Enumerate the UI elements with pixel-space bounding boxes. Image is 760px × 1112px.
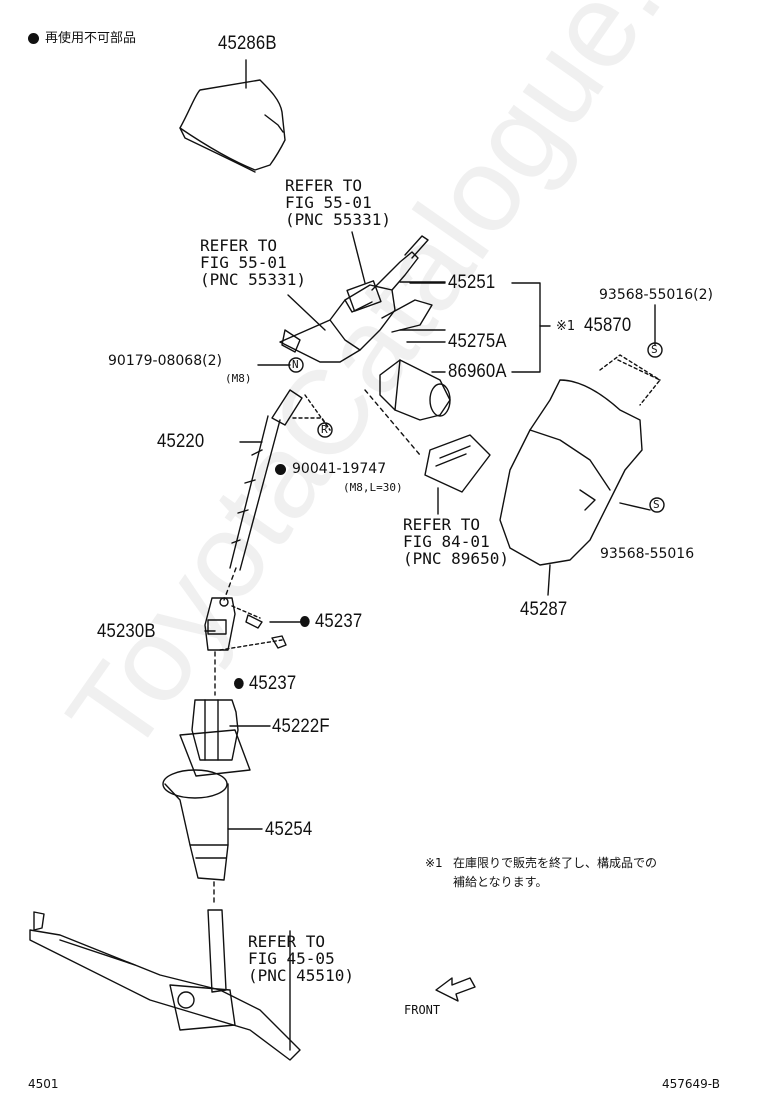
refer-to-fig-45-05: REFER TO FIG 45-05 (PNC 45510) [248, 932, 354, 985]
part-45237-b-number: 45237 [248, 673, 297, 694]
part-45286B: 45286B [218, 33, 277, 54]
part-45222F: 45222F [272, 716, 330, 737]
part-86960A: 86960A [448, 361, 507, 382]
part-45254: 45254 [265, 819, 313, 840]
mark-45870: ※1 [556, 319, 576, 334]
steering-gear-boot [162, 769, 229, 906]
part-90041-spec: (M8,L=30) [343, 481, 403, 494]
steering-rack [29, 909, 301, 1061]
symbol-r: R [321, 423, 328, 436]
symbol-s-upper: S [651, 343, 658, 356]
universal-joint [204, 597, 287, 696]
part-45237-a-number: 45237 [314, 611, 363, 632]
note-line-1: 在庫限りで販売を終了し、構成品での [453, 856, 658, 870]
non-reusable-dot-icon [275, 463, 286, 475]
footer-figure-id: 457649-B [662, 1077, 720, 1091]
part-93568-55016: 93568-55016 [600, 546, 695, 562]
symbol-n: N [292, 358, 299, 371]
non-reusable-dot-icon [28, 33, 39, 44]
note-mark: ※1 [425, 856, 443, 870]
upper-column-cover [179, 59, 286, 173]
legend-text: 再使用不可部品 [45, 31, 137, 46]
lower-column-cover [499, 379, 643, 566]
part-45220: 45220 [157, 431, 205, 452]
marker-circles [288, 342, 665, 513]
legend: 再使用不可部品 [28, 32, 136, 45]
column-hole-cover [179, 699, 251, 777]
refer-to-fig-55-01-lower: REFER TO FIG 55-01 (PNC 55331) [200, 236, 306, 289]
non-reusable-dot-icon [300, 616, 310, 628]
note-line-2: 補給となります。 [453, 875, 548, 889]
refer-to-fig-84-01: REFER TO FIG 84-01 (PNC 89650) [403, 515, 509, 568]
part-90041-number: 90041-19747 [292, 461, 387, 477]
part-90179-08068: 90179-08068(2) [108, 353, 222, 369]
non-reusable-dot-icon [234, 678, 244, 690]
intermediate-shaft [223, 389, 303, 601]
front-label: FRONT [404, 1003, 441, 1017]
steering-column-assembly [279, 235, 451, 421]
part-93568-55016-2: 93568-55016(2) [599, 287, 713, 303]
part-45870: 45870 [584, 315, 632, 336]
leader-lines [204, 231, 661, 1051]
front-arrow-icon [435, 977, 476, 1002]
part-45230B: 45230B [97, 621, 156, 642]
symbol-s-lower: S [653, 498, 660, 511]
part-45237-a: 45237 [300, 612, 362, 631]
refer-to-fig-55-01-upper: REFER TO FIG 55-01 (PNC 55331) [285, 176, 391, 229]
part-45287: 45287 [520, 599, 568, 620]
part-45251: 45251 [448, 272, 496, 293]
part-45275A: 45275A [448, 331, 507, 352]
part-90179-spec: (M8) [225, 372, 252, 385]
part-90041-19747: 90041-19747 [275, 462, 386, 476]
part-45237-b: 45237 [234, 674, 296, 693]
ecu-module [424, 434, 491, 493]
footer-page-number: 4501 [28, 1077, 59, 1091]
